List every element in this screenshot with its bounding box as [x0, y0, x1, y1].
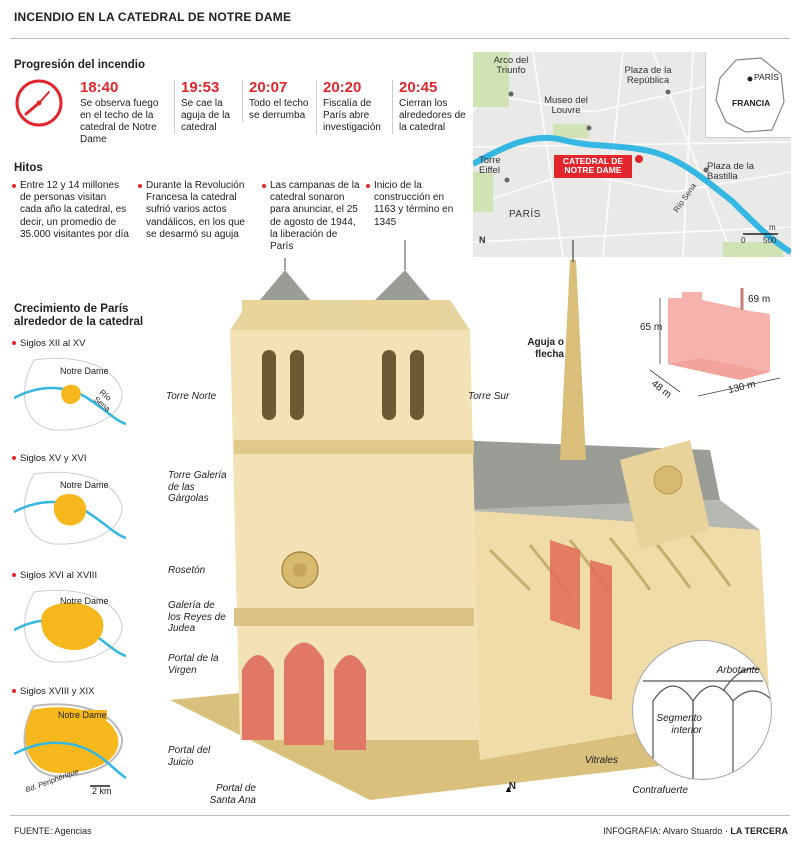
header-divider [10, 38, 790, 39]
credit-brand: LA TERCERA [730, 826, 788, 836]
map-scale-500: 500 [763, 236, 777, 245]
period-label: Siglos XVIII y XIX [12, 686, 94, 697]
growth-heading: Crecimiento de París alrededor de la cat… [14, 303, 144, 329]
map-scale-unit: m [769, 223, 776, 232]
period-label: Siglos XV y XVI [12, 453, 87, 464]
callout-arbotante: Arbotante [716, 665, 760, 676]
dim-height-spire: 69 m [748, 294, 771, 305]
map-label-louvre: Museo del Louvre [544, 95, 588, 117]
period-label-text: Siglos XVIII y XIX [20, 686, 95, 697]
event-time: 18:40 [80, 79, 119, 96]
event-text: Cierran los alrededores de la catedral [399, 98, 466, 133]
dimensions-graphic: 65 m 69 m 48 m 130 m [640, 280, 790, 401]
notre-dame-marker: Notre Dame [58, 710, 107, 720]
france-inset: PARÍS FRANCIA [705, 52, 791, 138]
north-label: N [508, 781, 516, 792]
event-time: 20:20 [323, 79, 362, 96]
event-text: Fiscalía de París abre investigación [323, 98, 381, 133]
callout-galeria-reyes: Galería de los Reyes de Judea [168, 600, 226, 634]
map-north-label: N [479, 235, 486, 245]
callout-aguja: Aguja o flecha [527, 337, 564, 360]
event-time: 20:07 [249, 79, 288, 96]
footer-divider [10, 815, 790, 816]
timeline-event: 20:20 Fiscalía de París abre investigaci… [316, 80, 390, 134]
map-label-republica: Plaza de la República [624, 65, 672, 87]
callout-vitrales: Vitrales [584, 755, 618, 766]
interior-segment-graphic [643, 667, 771, 779]
growth-map-4: Notre Dame Bd. Periphérique 2 km [13, 698, 132, 798]
map-label-arco: Arco del Triunfo [493, 55, 529, 77]
hito-item: Entre 12 y 14 millones de personas visit… [12, 180, 130, 241]
notre-dame-marker: Notre Dame [60, 480, 109, 490]
map-label-catedral: CATEDRAL DE NOTRE DAME [554, 155, 632, 178]
inset-country: FRANCIA [732, 98, 771, 108]
event-time: 20:45 [399, 79, 438, 96]
period-label-text: Siglos XII al XV [20, 338, 86, 349]
hito-text: Durante la Revolución Francesa la catedr… [146, 180, 245, 240]
map-label-bastilla: Plaza de la Bastilla [707, 161, 755, 183]
inset-city: PARÍS [754, 72, 779, 82]
hito-item: Las campanas de la catedral sonaron para… [262, 180, 362, 253]
period-label: Siglos XVI al XVIII [12, 570, 97, 581]
callout-segmento: Segmento interior [656, 713, 702, 736]
event-text: Todo el techo se derrumba [249, 98, 309, 121]
growth-map-3-graphic [13, 589, 127, 663]
cathedral-illustration: ▲ [150, 240, 790, 810]
growth-map-1: Notre Dame Río Sena [13, 352, 127, 434]
footer-source: FUENTE: Agencias [14, 826, 92, 836]
event-time: 19:53 [181, 79, 220, 96]
timeline-event: 19:53 Se cae la aguja de la catedral [174, 80, 240, 134]
timeline-heading: Progresión del incendio [14, 59, 145, 71]
callout-contrafuerte: Contrafuerte [632, 785, 688, 796]
callout-roseton: Rosetón [168, 565, 206, 576]
hito-item: Inicio de la construcción en 1163 y térm… [366, 180, 462, 229]
growth-map-4-graphic [13, 703, 127, 787]
hito-text: Las campanas de la catedral sonaron para… [270, 180, 360, 252]
hito-item: Durante la Revolución Francesa la catedr… [138, 180, 250, 241]
period-label-text: Siglos XV y XVI [20, 453, 87, 464]
growth-map-2: Notre Dame [13, 466, 127, 548]
paris-map: PARÍS FRANCIA Arco del Triunfo Plaza de … [473, 52, 791, 257]
period-label-text: Siglos XVI al XVIII [20, 570, 98, 581]
growth-map-1-graphic [13, 357, 127, 431]
clock-icon [14, 78, 64, 133]
event-text: Se observa fuego en el techo de la cated… [80, 98, 159, 145]
callout-galeria-gargolas: Torre Galería de las Gárgolas [168, 470, 227, 504]
footer-credit: INFOGRAFIA: Alvaro Stuardo · LA TERCERA [603, 826, 788, 836]
growth-map-2-graphic [13, 471, 127, 545]
hitos-heading: Hitos [14, 162, 43, 174]
dimensions-silhouette [649, 288, 781, 397]
callout-torre-norte: Torre Norte [166, 391, 217, 402]
hito-text: Entre 12 y 14 millones de personas visit… [20, 180, 129, 240]
callout-portal-virgen: Portal de la Virgen [168, 653, 219, 676]
map-label-paris: PARÍS [509, 209, 541, 220]
callout-portal-juicio: Portal del Juicio [168, 745, 211, 768]
callout-torre-sur: Torre Sur [468, 391, 510, 402]
event-text: Se cae la aguja de la catedral [181, 98, 230, 133]
scale-label: 2 km [92, 786, 112, 796]
timeline-event: 20:45 Cierran los alrededores de la cate… [392, 80, 468, 134]
france-outline-icon [715, 57, 785, 133]
notre-dame-marker: Notre Dame [60, 366, 109, 376]
growth-map-3: Notre Dame [13, 584, 127, 666]
cathedral-graphic: ▲ [170, 240, 770, 800]
dim-height-towers: 65 m [640, 322, 663, 333]
period-label: Siglos XII al XV [12, 338, 85, 349]
credit-author: INFOGRAFIA: Alvaro Stuardo · [603, 826, 731, 836]
interior-segment-detail [632, 640, 772, 780]
hito-text: Inicio de la construcción en 1163 y térm… [374, 180, 454, 228]
timeline-event: 20:07 Todo el techo se derrumba [242, 80, 312, 122]
north-arrow-icon: ▲ [504, 784, 513, 794]
timeline-event: 18:40 Se observa fuego en el techo de la… [74, 80, 164, 146]
map-label-eiffel: Torre Eiffel [479, 155, 501, 177]
callout-portal-santa-ana: Portal de Santa Ana [209, 783, 256, 806]
notre-dame-marker: Notre Dame [60, 596, 109, 606]
map-scale-zero: 0 [741, 236, 746, 245]
page-title: INCENDIO EN LA CATEDRAL DE NOTRE DAME [14, 10, 292, 24]
